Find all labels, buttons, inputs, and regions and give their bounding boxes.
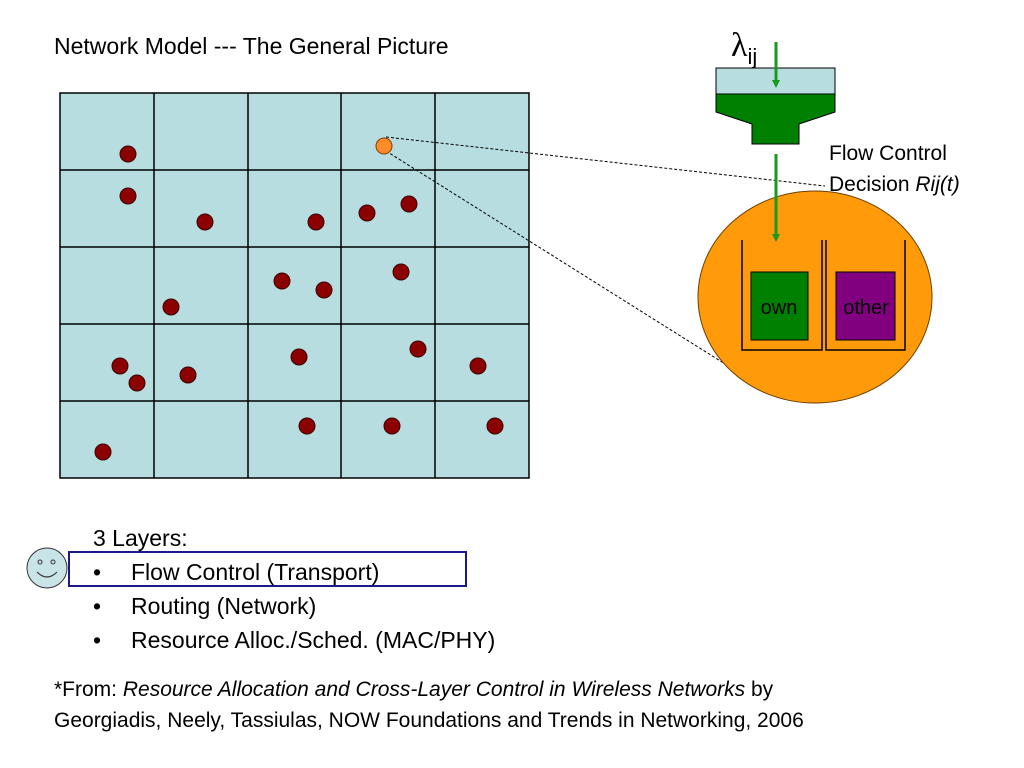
network-node — [179, 366, 197, 384]
network-node — [162, 298, 180, 316]
grid-background — [59, 92, 530, 479]
flow-control-label: Flow Control — [829, 142, 947, 165]
network-node — [298, 417, 316, 435]
network-node — [111, 357, 129, 375]
own-queue-bucket — [741, 240, 823, 351]
layers-list: 3 Layers: •Flow Control (Transport) •Rou… — [93, 521, 495, 657]
lambda-label: λij — [731, 27, 757, 69]
network-node — [273, 272, 291, 290]
other-queue — [835, 271, 896, 341]
zoom-line-top — [385, 136, 826, 187]
network-node — [94, 443, 112, 461]
list-item: •Routing (Network) — [93, 593, 317, 619]
other-queue-label: other — [843, 297, 889, 319]
network-node — [400, 195, 418, 213]
highlight-box — [68, 551, 467, 587]
network-node — [358, 204, 376, 222]
highlighted-node — [375, 137, 393, 155]
book-title: Resource Allocation and Cross-Layer Cont… — [122, 678, 746, 701]
slide-title: Network Model --- The General Picture — [54, 33, 449, 59]
network-node — [315, 281, 333, 299]
list-item: •Resource Alloc./Sched. (MAC/PHY) — [93, 627, 496, 653]
network-node — [128, 374, 146, 392]
node-detail-circle — [697, 190, 933, 404]
flow-control-decision-label: Decision Rij(t) — [829, 173, 960, 196]
network-node — [392, 263, 410, 281]
network-nodes — [94, 145, 504, 461]
network-node — [119, 145, 137, 163]
other-queue-bucket — [825, 240, 906, 351]
network-node — [469, 357, 487, 375]
network-node — [196, 213, 214, 231]
network-node — [409, 340, 427, 358]
network-node — [383, 417, 401, 435]
own-queue — [750, 271, 809, 341]
citation: *From: Resource Allocation and Cross-Lay… — [54, 678, 804, 732]
list-item: •Flow Control (Transport) — [93, 559, 380, 585]
network-grid — [59, 92, 530, 479]
network-node — [119, 187, 137, 205]
network-node — [290, 348, 308, 366]
layers-heading: 3 Layers: — [93, 525, 188, 551]
network-node — [307, 213, 325, 231]
own-queue-label: own — [761, 297, 798, 319]
network-node — [486, 417, 504, 435]
smiley-icon — [26, 547, 68, 589]
